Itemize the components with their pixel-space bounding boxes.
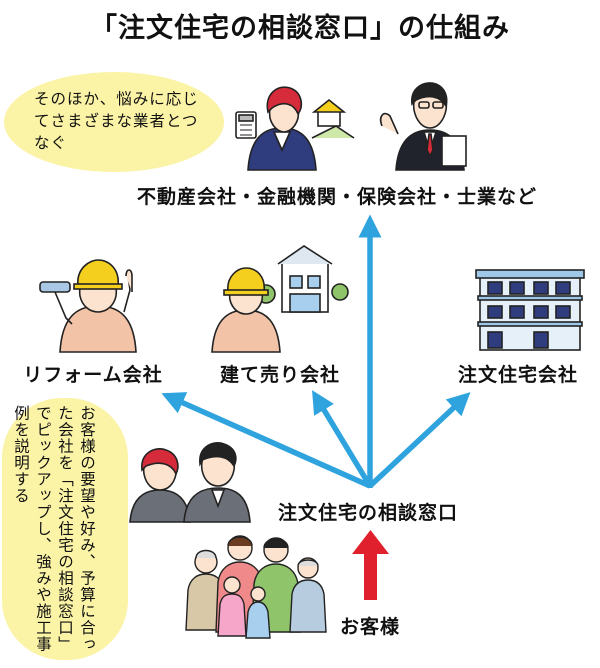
label-tateuri-company: 建て売り会社 xyxy=(219,364,340,386)
arrow-to-tateuri xyxy=(312,390,373,488)
label-customer: お客様 xyxy=(339,616,400,638)
note-bubble-left-text: お客様の要望や好み、予算に合った会社を「注文住宅の相談窓口」でピックアップし、強… xyxy=(12,405,96,653)
arrow-to-reform xyxy=(161,392,372,489)
consultants-icon xyxy=(129,442,251,523)
businessman-icon xyxy=(379,82,467,171)
note-bubble-top-text: そのほか、悩みに応じてさまざまな業者とつなぐ xyxy=(34,90,199,152)
painter-worker-icon xyxy=(39,259,137,353)
realtor-woman-icon xyxy=(235,86,355,171)
label-chumon-company: 注文住宅会社 xyxy=(457,364,578,386)
label-reform-company: リフォーム会社 xyxy=(23,364,163,386)
arrows-blue xyxy=(161,214,471,489)
arrow-to-chumon xyxy=(368,392,471,489)
apartment-building-icon xyxy=(475,269,585,351)
note-bubble-left xyxy=(2,398,128,660)
arrow-from-customer xyxy=(352,530,389,600)
page-title: 「注文住宅の相談窓口」の仕組み xyxy=(90,13,510,44)
builder-worker-icon xyxy=(211,245,349,353)
label-professionals: 不動産会社・金融機関・保険会社・士業など xyxy=(136,186,537,208)
family-icon xyxy=(185,535,327,639)
note-bubble-top xyxy=(4,72,224,172)
label-consulting-window: 注文住宅の相談窓口 xyxy=(277,502,458,524)
